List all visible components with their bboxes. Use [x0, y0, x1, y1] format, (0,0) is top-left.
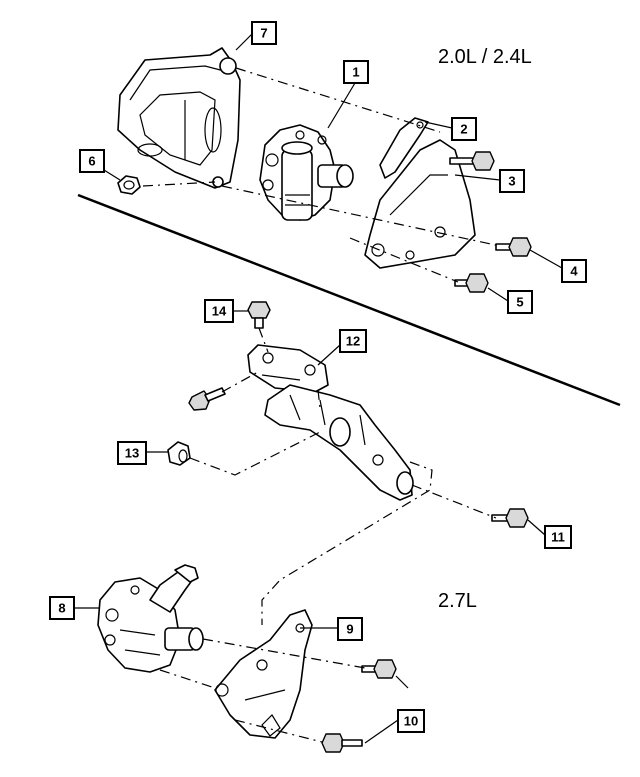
- svg-text:7: 7: [260, 26, 267, 41]
- assembly-line-lower-3: [234, 719, 323, 743]
- pump-mount-casting-2-7l: [264, 384, 414, 501]
- callout-5: 5: [507, 290, 533, 314]
- assembly-line-mid-5: [317, 389, 321, 409]
- spacer-bracket-part-12: [247, 344, 329, 393]
- assembly-line-mid-6: [261, 461, 433, 625]
- callout-1: 1: [343, 60, 369, 84]
- svg-text:2: 2: [460, 122, 467, 137]
- svg-text:5: 5: [516, 295, 523, 310]
- svg-text:12: 12: [346, 334, 360, 349]
- assembly-line-upper-3: [221, 185, 501, 247]
- bolt-part-2-upper: [449, 151, 495, 171]
- bolt-part-14: [247, 301, 271, 329]
- leader-line-4: [529, 249, 563, 269]
- engine-label-2-7l: 2.7L: [438, 590, 477, 612]
- nut-part-6: [117, 175, 141, 195]
- bolt-part-10-upper: [361, 659, 397, 679]
- mounting-bracket-part-7: [117, 47, 241, 189]
- svg-text:6: 6: [88, 154, 95, 169]
- leader-line-1: [327, 82, 356, 129]
- leader-line-11: [527, 519, 546, 536]
- leader-line-7: [235, 33, 253, 51]
- leader-line-3: [454, 174, 501, 181]
- svg-text:3: 3: [508, 174, 515, 189]
- callout-9: 9: [337, 617, 363, 641]
- svg-text:1: 1: [352, 65, 359, 80]
- rear-bracket-part-3: [364, 139, 476, 269]
- lower-bracket-part-9: [214, 609, 313, 739]
- leader-line-5: [487, 287, 509, 302]
- bolt-part-4: [495, 237, 532, 257]
- callout-4: 4: [561, 259, 587, 283]
- assembly-line-mid-3: [189, 431, 321, 476]
- engine-label-2-0l-2-4l: 2.0L / 2.4L: [438, 46, 532, 68]
- section-divider-line: [77, 193, 621, 407]
- svg-text:8: 8: [58, 601, 65, 616]
- callout-13: 13: [117, 441, 147, 465]
- assembly-line-mid-4: [411, 484, 497, 519]
- assembly-line-upper-4: [349, 237, 459, 283]
- svg-text:11: 11: [551, 530, 565, 545]
- assembly-line-lower-2: [159, 669, 216, 689]
- bushing-part-13: [167, 441, 191, 466]
- callout-11: 11: [544, 525, 572, 549]
- callout-8: 8: [49, 596, 75, 620]
- assembly-line-lower-1: [202, 638, 366, 669]
- svg-text:10: 10: [404, 714, 418, 729]
- svg-text:13: 13: [125, 446, 139, 461]
- callout-12: 12: [339, 329, 367, 353]
- power-steering-pump-part-1: [259, 124, 354, 221]
- callout-6: 6: [79, 149, 105, 173]
- callout-7: 7: [251, 21, 277, 45]
- leader-line-10b: [364, 719, 399, 744]
- assembly-line-upper-1: [235, 67, 441, 133]
- leader-line-10a: [395, 675, 409, 689]
- leader-line-6: [103, 169, 121, 181]
- leader-line-12: [317, 344, 341, 366]
- svg-text:4: 4: [570, 264, 578, 279]
- bolt-part-11: [491, 508, 529, 528]
- callout-2: 2: [451, 117, 477, 141]
- callout-3: 3: [499, 169, 525, 193]
- callout-14: 14: [204, 299, 234, 323]
- leader-line-2: [424, 121, 453, 129]
- assembly-line-mid-1: [258, 327, 269, 353]
- assembly-line-mid-2: [221, 371, 259, 393]
- svg-text:14: 14: [212, 304, 227, 319]
- callout-10: 10: [397, 709, 425, 733]
- assembly-line-upper-2: [142, 181, 216, 187]
- bolt-part-10-lower: [321, 733, 363, 753]
- power-steering-pump-part-8: [97, 564, 204, 673]
- support-brace-part-2: [379, 117, 429, 179]
- bolt-part-5: [454, 273, 489, 293]
- bolt-part-12-side: [188, 387, 226, 411]
- svg-text:9: 9: [346, 622, 353, 637]
